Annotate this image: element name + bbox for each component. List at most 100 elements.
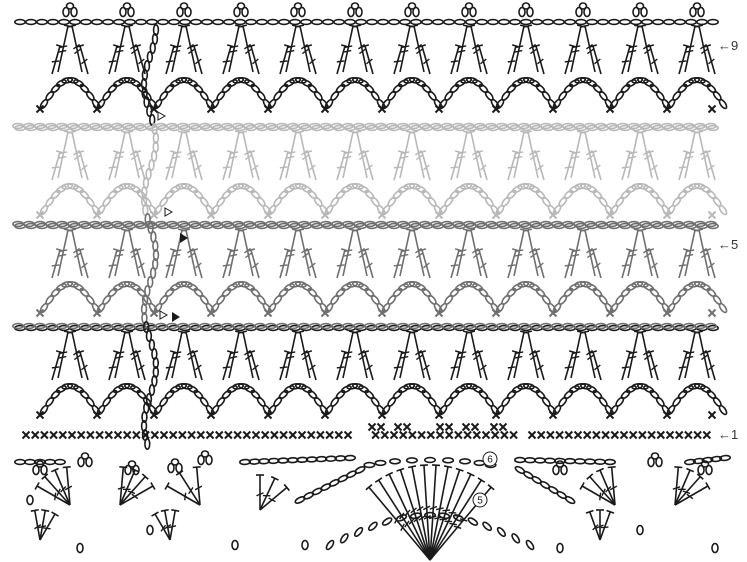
chain-stitch — [554, 20, 564, 25]
single-crochet-mark — [709, 310, 716, 317]
chain-stitch — [358, 79, 369, 88]
single-crochet-mark — [639, 432, 646, 439]
chain-stitch — [79, 189, 90, 200]
stitch-cross-bar — [458, 51, 465, 52]
stitch-top-bar — [125, 25, 133, 27]
stitch-cross-bar — [43, 528, 51, 529]
stitch-top-bar — [638, 131, 646, 133]
loop-stitch — [712, 544, 718, 553]
chain-stitch — [467, 517, 478, 527]
chain-stitch — [358, 283, 369, 292]
chain-stitch — [364, 463, 374, 468]
chain-stitch — [130, 385, 141, 394]
chain-stitch — [620, 189, 631, 200]
picot-loop — [652, 453, 659, 459]
chain-stitch — [187, 385, 198, 394]
chain-stitch — [335, 189, 346, 200]
chain-stitch — [415, 283, 426, 292]
chain-stitch — [525, 539, 535, 550]
stitch-cross-bar — [401, 357, 408, 358]
stitch-top-bar — [125, 229, 133, 231]
tall-stitch — [590, 477, 615, 505]
chain-stitch — [73, 283, 84, 292]
single-crochet-mark — [23, 432, 30, 439]
chain-stitch — [506, 389, 517, 400]
single-crochet-mark — [326, 432, 333, 439]
single-crochet-mark — [667, 432, 674, 439]
chain-stitch — [164, 287, 175, 298]
stitch-cross-bar — [116, 157, 123, 158]
chain-stitch — [700, 185, 711, 194]
joining-chain-column — [142, 25, 159, 449]
single-crochet-mark — [446, 424, 453, 431]
single-crochet-mark — [575, 432, 582, 439]
chain-stitch — [354, 466, 365, 475]
chain-stitch — [378, 20, 388, 25]
single-crochet-mark — [404, 424, 411, 431]
chain-stitch — [407, 458, 417, 463]
chain-stitch — [535, 458, 546, 463]
band-row-8-7 — [15, 126, 728, 219]
stitch-cross-bar — [109, 167, 117, 168]
stitch-top-bar — [247, 351, 255, 353]
chain-stitch — [79, 83, 90, 94]
stitch-top-bar — [683, 351, 691, 353]
round-number: 6 — [487, 455, 493, 466]
chain-stitch — [193, 287, 204, 298]
chain-stitch — [381, 517, 392, 527]
stitch-cross-bar — [230, 51, 237, 52]
stitch-cross-bar — [116, 357, 123, 358]
chain-stitch — [649, 287, 660, 298]
stitch-top-bar — [581, 229, 589, 231]
band-row-3 — [15, 326, 728, 419]
single-crochet-mark — [225, 432, 232, 439]
single-crochet-mark — [41, 432, 48, 439]
stitch-cross-bar — [280, 265, 288, 266]
picot-loop — [466, 3, 473, 9]
single-crochet-mark — [602, 432, 609, 439]
stitch-top-bar — [304, 351, 312, 353]
chain-stitch — [278, 83, 289, 94]
stitch-top-bar — [284, 45, 292, 47]
chain-stitch — [472, 385, 483, 394]
chain-stitch — [244, 185, 255, 194]
stitch-top-bar — [410, 331, 418, 333]
stitch-cross-bar — [52, 61, 60, 62]
stitch-top-bar — [524, 229, 532, 231]
single-crochet-mark — [538, 432, 545, 439]
stitch-top-bar — [182, 25, 190, 27]
chain-stitch — [191, 20, 201, 25]
stitch-cross-bar — [287, 357, 294, 358]
stitch-cross-bar — [280, 61, 288, 62]
chain-stitch — [592, 83, 603, 94]
stitch-top-bar — [113, 45, 121, 47]
stitch-top-bar — [161, 510, 169, 511]
chain-stitch — [50, 83, 61, 94]
chain-stitch — [375, 461, 385, 466]
band-row-5 — [15, 224, 728, 317]
stitch-top-bar — [247, 45, 255, 47]
stitch-top-bar — [170, 151, 178, 153]
stitch-cross-bar — [173, 255, 180, 256]
chain-stitch — [250, 83, 261, 94]
chain-stitch — [169, 20, 179, 25]
chain-stitch — [586, 79, 597, 88]
chain-stitch — [250, 189, 261, 200]
chain-stitch — [244, 385, 255, 394]
stitch-top-bar — [674, 467, 682, 468]
stitch-cross-bar — [337, 265, 345, 266]
stitch-top-bar — [695, 229, 703, 231]
stitch-top-bar — [398, 351, 406, 353]
chain-stitch — [257, 20, 267, 25]
single-crochet-mark — [409, 432, 416, 439]
loop-stitch — [637, 526, 643, 535]
stitch-cross-bar — [572, 255, 579, 256]
chain-stitch — [511, 533, 521, 544]
chain-stitch — [59, 20, 69, 25]
chain-stitch — [345, 20, 355, 25]
stitch-top-bar — [467, 229, 475, 231]
loop-stitch — [232, 541, 238, 550]
chain-stitch — [107, 83, 118, 94]
chain-stitch — [482, 521, 493, 532]
stitch-top-bar — [113, 151, 121, 153]
